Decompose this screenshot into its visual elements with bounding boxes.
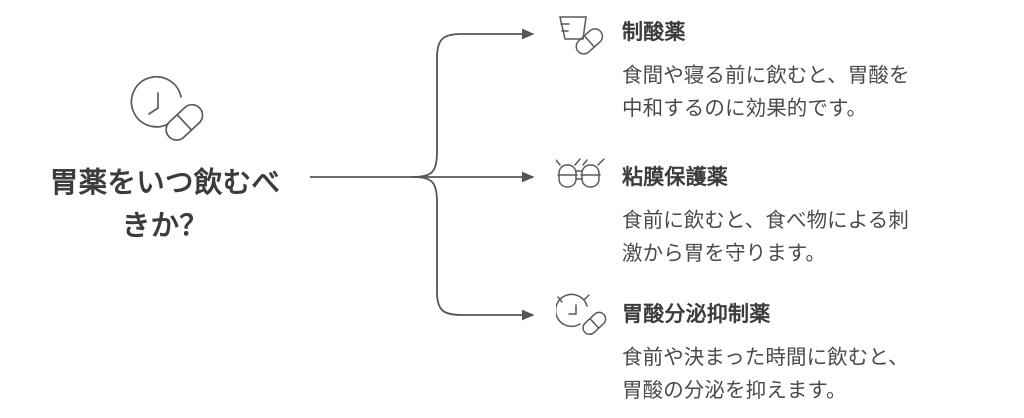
page-title: 胃薬をいつ飲むべ きか？ [49, 167, 281, 242]
two-tablets-icon [556, 158, 605, 188]
clock-and-capsule-icon [556, 293, 607, 336]
branch-body-text: 食前に飲むと、食べ物による刺 激から胃を守ります。 [622, 209, 909, 265]
root-node: 胃薬をいつ飲むべ きか？ [18, 70, 312, 260]
branch-heading: 粘膜保護薬 [622, 166, 728, 189]
branch-body-text: 食前や決まった時間に飲むと、 胃酸の分泌を抑えます。 [622, 346, 909, 402]
measuring-cup-and-capsule-icon [559, 16, 604, 55]
connector-branch-1 [412, 28, 535, 178]
clock-and-capsule-icon [130, 75, 204, 141]
connector-branch-3 [412, 176, 535, 321]
branch-body-text: 食間や寝る前に飲むと、胃酸を 中和するのに効果的です。 [622, 64, 910, 120]
branch-heading: 制酸薬 [622, 21, 686, 44]
branch-heading: 胃酸分泌抑制薬 [622, 303, 771, 326]
